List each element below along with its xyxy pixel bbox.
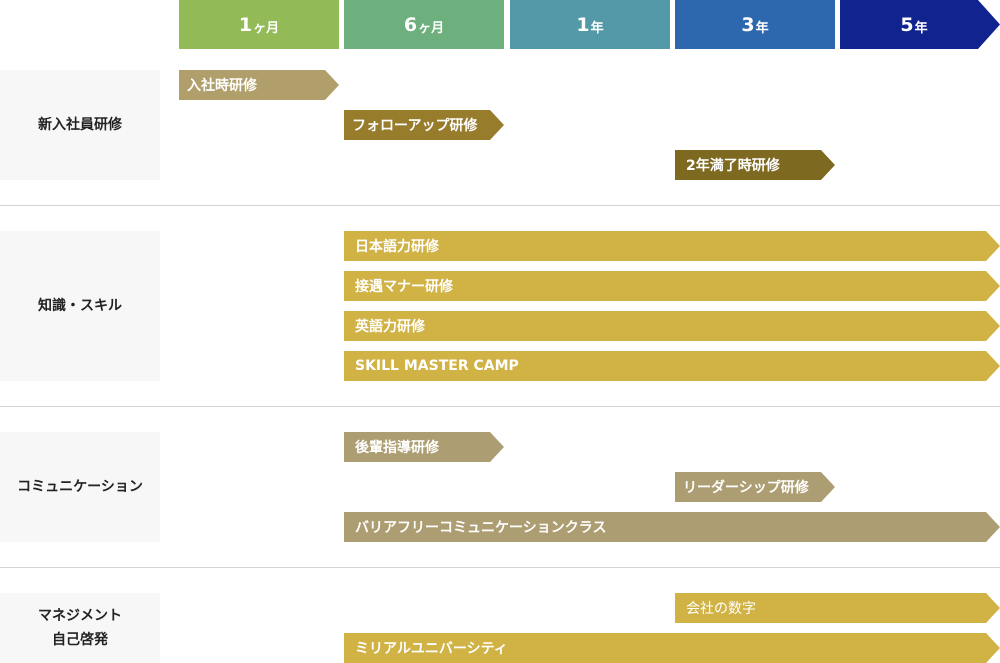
program-label: フォローアップ研修 — [352, 118, 478, 134]
category-management-self-development: マネジメント 自己啓発 — [0, 593, 160, 663]
category-communication: コミュニケーション — [0, 432, 160, 542]
program-follow-up-training: フォローアップ研修 — [344, 110, 504, 140]
section-divider — [0, 205, 1000, 206]
program-label: SKILL MASTER CAMP — [355, 358, 519, 374]
section-divider — [0, 567, 1000, 568]
header-number: 1 — [576, 13, 590, 36]
header-number: 5 — [900, 13, 914, 36]
category-new-employee-training: 新入社員研修 — [0, 70, 160, 180]
header-unit: ヶ月 — [418, 20, 445, 36]
program-label: 接遇マナー研修 — [355, 279, 453, 295]
program-barrier-free-communication-class: バリアフリーコミュニケーションクラス — [344, 512, 1000, 542]
header-number: 6 — [403, 13, 418, 36]
program-leadership-training: リーダーシップ研修 — [675, 472, 835, 502]
header-unit: 年 — [590, 20, 604, 36]
program-label: リーダーシップ研修 — [683, 480, 809, 496]
program-english-training: 英語力研修 — [344, 311, 1000, 341]
program-company-numbers: 会社の数字 — [675, 593, 1000, 623]
program-label: ミリアルユニバーシティ — [355, 641, 508, 657]
program-two-year-training: 2年満了時研修 — [675, 150, 835, 180]
header-unit: 年 — [914, 20, 928, 36]
section-divider — [0, 406, 1000, 407]
program-onboarding-training: 入社時研修 — [179, 70, 339, 100]
program-label: 英語力研修 — [355, 319, 425, 335]
program-japanese-training: 日本語力研修 — [344, 231, 1000, 261]
program-skill-master-camp: SKILL MASTER CAMP — [344, 351, 1000, 381]
header-number: 3 — [741, 13, 755, 36]
program-label: 会社の数字 — [686, 601, 756, 617]
category-label-line1: マネジメント — [38, 608, 122, 624]
category-knowledge-skills: 知識・スキル — [0, 231, 160, 381]
program-label: 入社時研修 — [187, 78, 257, 94]
category-label: 知識・スキル — [38, 298, 122, 314]
program-label: 日本語力研修 — [355, 239, 439, 255]
header-number: 1 — [238, 13, 253, 36]
program-miliaru-university: ミリアルユニバーシティ — [344, 633, 1000, 663]
category-label: コミュニケーション — [17, 479, 143, 495]
category-label-line2: 自己啓発 — [52, 632, 108, 648]
header-unit: 年 — [755, 20, 769, 36]
program-label: 2年満了時研修 — [686, 158, 780, 174]
program-junior-mentoring-training: 後輩指導研修 — [344, 432, 504, 462]
program-label: 後輩指導研修 — [355, 440, 439, 456]
program-manners-training: 接遇マナー研修 — [344, 271, 1000, 301]
program-label: バリアフリーコミュニケーションクラス — [355, 520, 607, 536]
category-label: 新入社員研修 — [38, 117, 122, 133]
header-unit: ヶ月 — [253, 20, 280, 36]
